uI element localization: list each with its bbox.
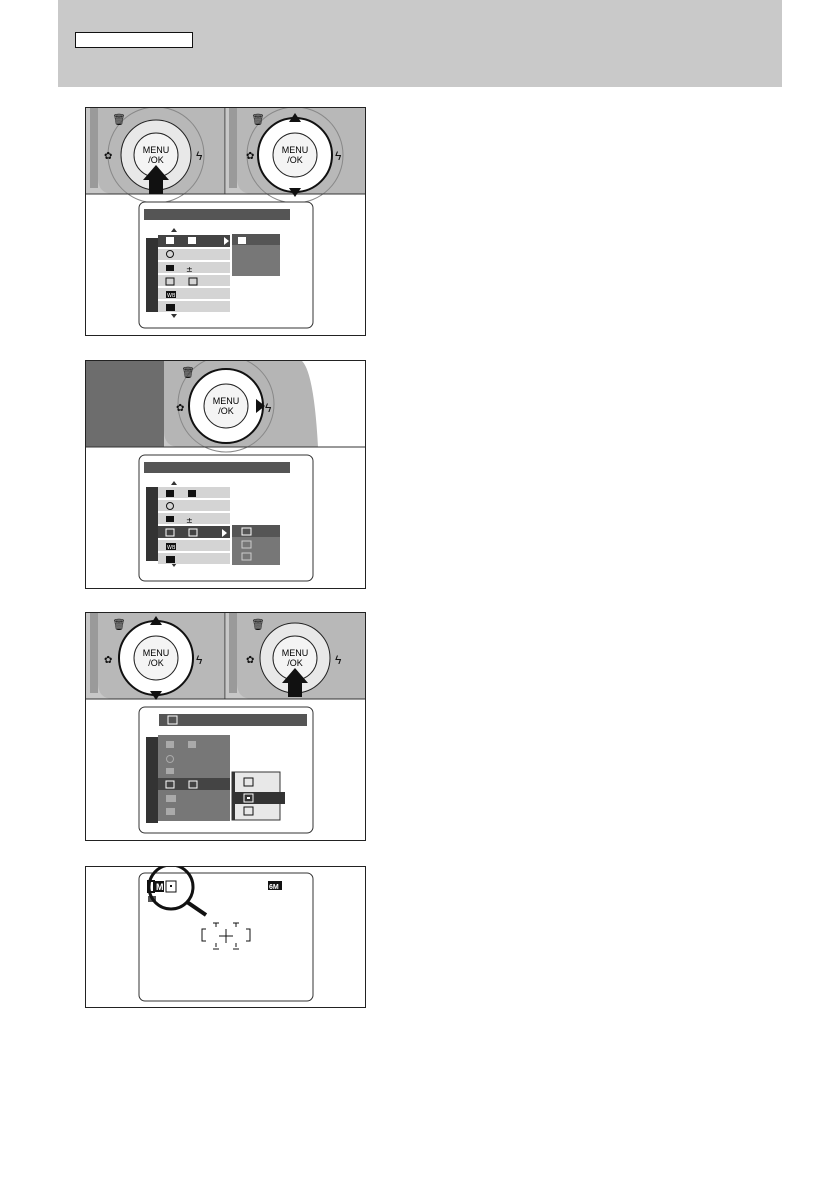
right-arrow-icon bbox=[256, 399, 265, 413]
figure-step-2: MENU /OK 🗑 ✿ ϟ ± bbox=[85, 360, 366, 589]
svg-text:MENU: MENU bbox=[213, 396, 240, 406]
trash-icon: 🗑 bbox=[181, 366, 195, 379]
menu-ok-button-right[interactable]: MENU /OK bbox=[282, 145, 309, 165]
flash-icon: ϟ bbox=[335, 149, 342, 163]
flash-icon: ϟ bbox=[265, 401, 272, 415]
up-arrow-icon bbox=[150, 616, 162, 625]
trash-icon: 🗑 bbox=[112, 618, 126, 631]
press-arrow-icon bbox=[282, 668, 308, 697]
trash-icon: 🗑 bbox=[112, 113, 126, 126]
svg-text:MENU: MENU bbox=[143, 145, 170, 155]
svg-text:±: ± bbox=[186, 516, 193, 525]
menu-ok-button-right[interactable]: MENU /OK bbox=[282, 648, 309, 668]
svg-text:/OK: /OK bbox=[148, 155, 164, 165]
lcd-screen bbox=[138, 706, 314, 834]
down-arrow-icon bbox=[150, 691, 162, 700]
macro-icon: ✿ bbox=[246, 151, 254, 162]
svg-text:MENU: MENU bbox=[143, 648, 170, 658]
af-frame-icon bbox=[201, 922, 251, 950]
figure-step-1: MENU /OK 🗑 ✿ ϟ MENU /OK 🗑 ✿ ϟ bbox=[85, 107, 366, 336]
image-size-badge: 6M bbox=[268, 881, 282, 891]
svg-text:MENU: MENU bbox=[282, 648, 309, 658]
trash-icon: 🗑 bbox=[251, 113, 265, 126]
flash-icon: ϟ bbox=[196, 149, 203, 163]
svg-text:6M: 6M bbox=[269, 884, 279, 891]
macro-icon: ✿ bbox=[176, 403, 184, 414]
svg-text:/OK: /OK bbox=[287, 155, 303, 165]
menu-ok-button[interactable]: MENU /OK bbox=[143, 648, 170, 668]
flash-icon: ϟ bbox=[196, 653, 203, 667]
svg-text:±: ± bbox=[186, 265, 193, 274]
lcd-screen: ± WB bbox=[138, 454, 314, 582]
four-way-dial-right[interactable] bbox=[257, 117, 333, 193]
figure-step-3: MENU /OK 🗑 ✿ ϟ MENU /OK 🗑 ✿ ϟ bbox=[85, 612, 366, 841]
svg-text:/OK: /OK bbox=[218, 406, 234, 416]
svg-text:/OK: /OK bbox=[287, 658, 303, 668]
macro-icon: ✿ bbox=[246, 655, 254, 666]
up-arrow-icon bbox=[289, 113, 301, 122]
svg-text:MENU: MENU bbox=[282, 145, 309, 155]
svg-text:WB: WB bbox=[167, 293, 176, 299]
svg-text:M: M bbox=[156, 882, 164, 892]
menu-ok-button[interactable]: MENU /OK bbox=[213, 396, 240, 416]
macro-icon: ✿ bbox=[104, 655, 112, 666]
lcd-screen: ± WB bbox=[138, 201, 314, 329]
trash-icon: 🗑 bbox=[251, 618, 265, 631]
menu-ok-button[interactable]: MENU /OK bbox=[143, 145, 170, 165]
flash-icon: ϟ bbox=[335, 653, 342, 667]
down-arrow-icon bbox=[289, 188, 301, 197]
macro-icon: ✿ bbox=[104, 151, 112, 162]
svg-text:/OK: /OK bbox=[148, 658, 164, 668]
figure-step-4: M 6M bbox=[85, 866, 366, 1008]
four-way-dial-right[interactable] bbox=[259, 622, 331, 694]
magnifier-icon bbox=[147, 867, 195, 911]
header-section-tab bbox=[75, 32, 193, 48]
press-arrow-icon bbox=[143, 165, 169, 194]
svg-text:WB: WB bbox=[167, 545, 176, 551]
